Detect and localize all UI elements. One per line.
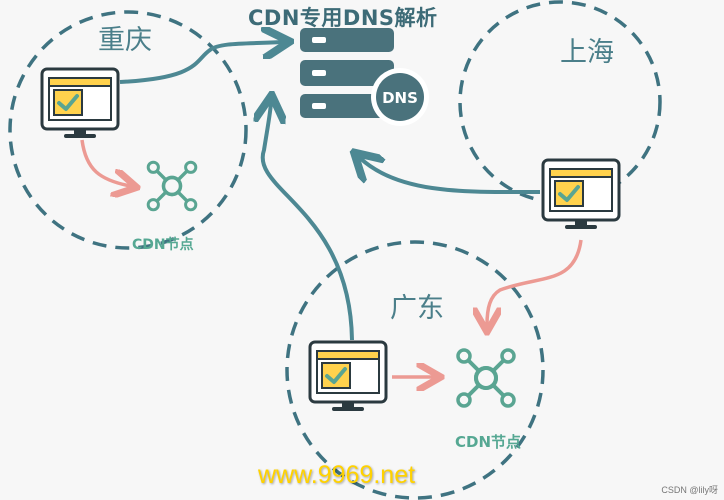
region-label-shanghai: 上海 xyxy=(560,37,614,68)
dns-label: DNS xyxy=(382,89,418,107)
cdn-node-icon-chongqing xyxy=(146,160,198,212)
region-label-guangdong: 广东 xyxy=(390,293,444,324)
connector-chongqing-to-dns xyxy=(119,42,282,84)
region-circle-chongqing xyxy=(8,10,248,250)
region-label-chongqing: 重庆 xyxy=(98,25,152,56)
watermark: www.9969.net xyxy=(258,461,416,489)
credit-text: CSDN @lily呀 xyxy=(661,485,718,495)
client-monitor-chongqing xyxy=(40,67,120,140)
arrow-chongqing-to-cdn-node xyxy=(80,139,130,186)
region-circle-guangdong xyxy=(285,240,545,500)
diagram-title: CDN专用DNS解析 xyxy=(248,6,438,30)
region-circle-shanghai xyxy=(458,0,662,204)
connector-shanghai-to-dns xyxy=(360,158,541,195)
cdn-node-icon-guangdong xyxy=(456,348,516,408)
client-monitor-shanghai xyxy=(541,158,621,231)
dns-server-icon xyxy=(300,28,429,126)
arrow-shanghai-to-guangdong-cdn-node xyxy=(487,239,583,325)
client-monitor-guangdong xyxy=(308,340,388,413)
cdn-node-label-guangdong: CDN节点 xyxy=(455,433,522,451)
cdn-node-label-chongqing: CDN节点 xyxy=(132,237,194,253)
connector-guangdong-to-dns xyxy=(263,103,354,341)
